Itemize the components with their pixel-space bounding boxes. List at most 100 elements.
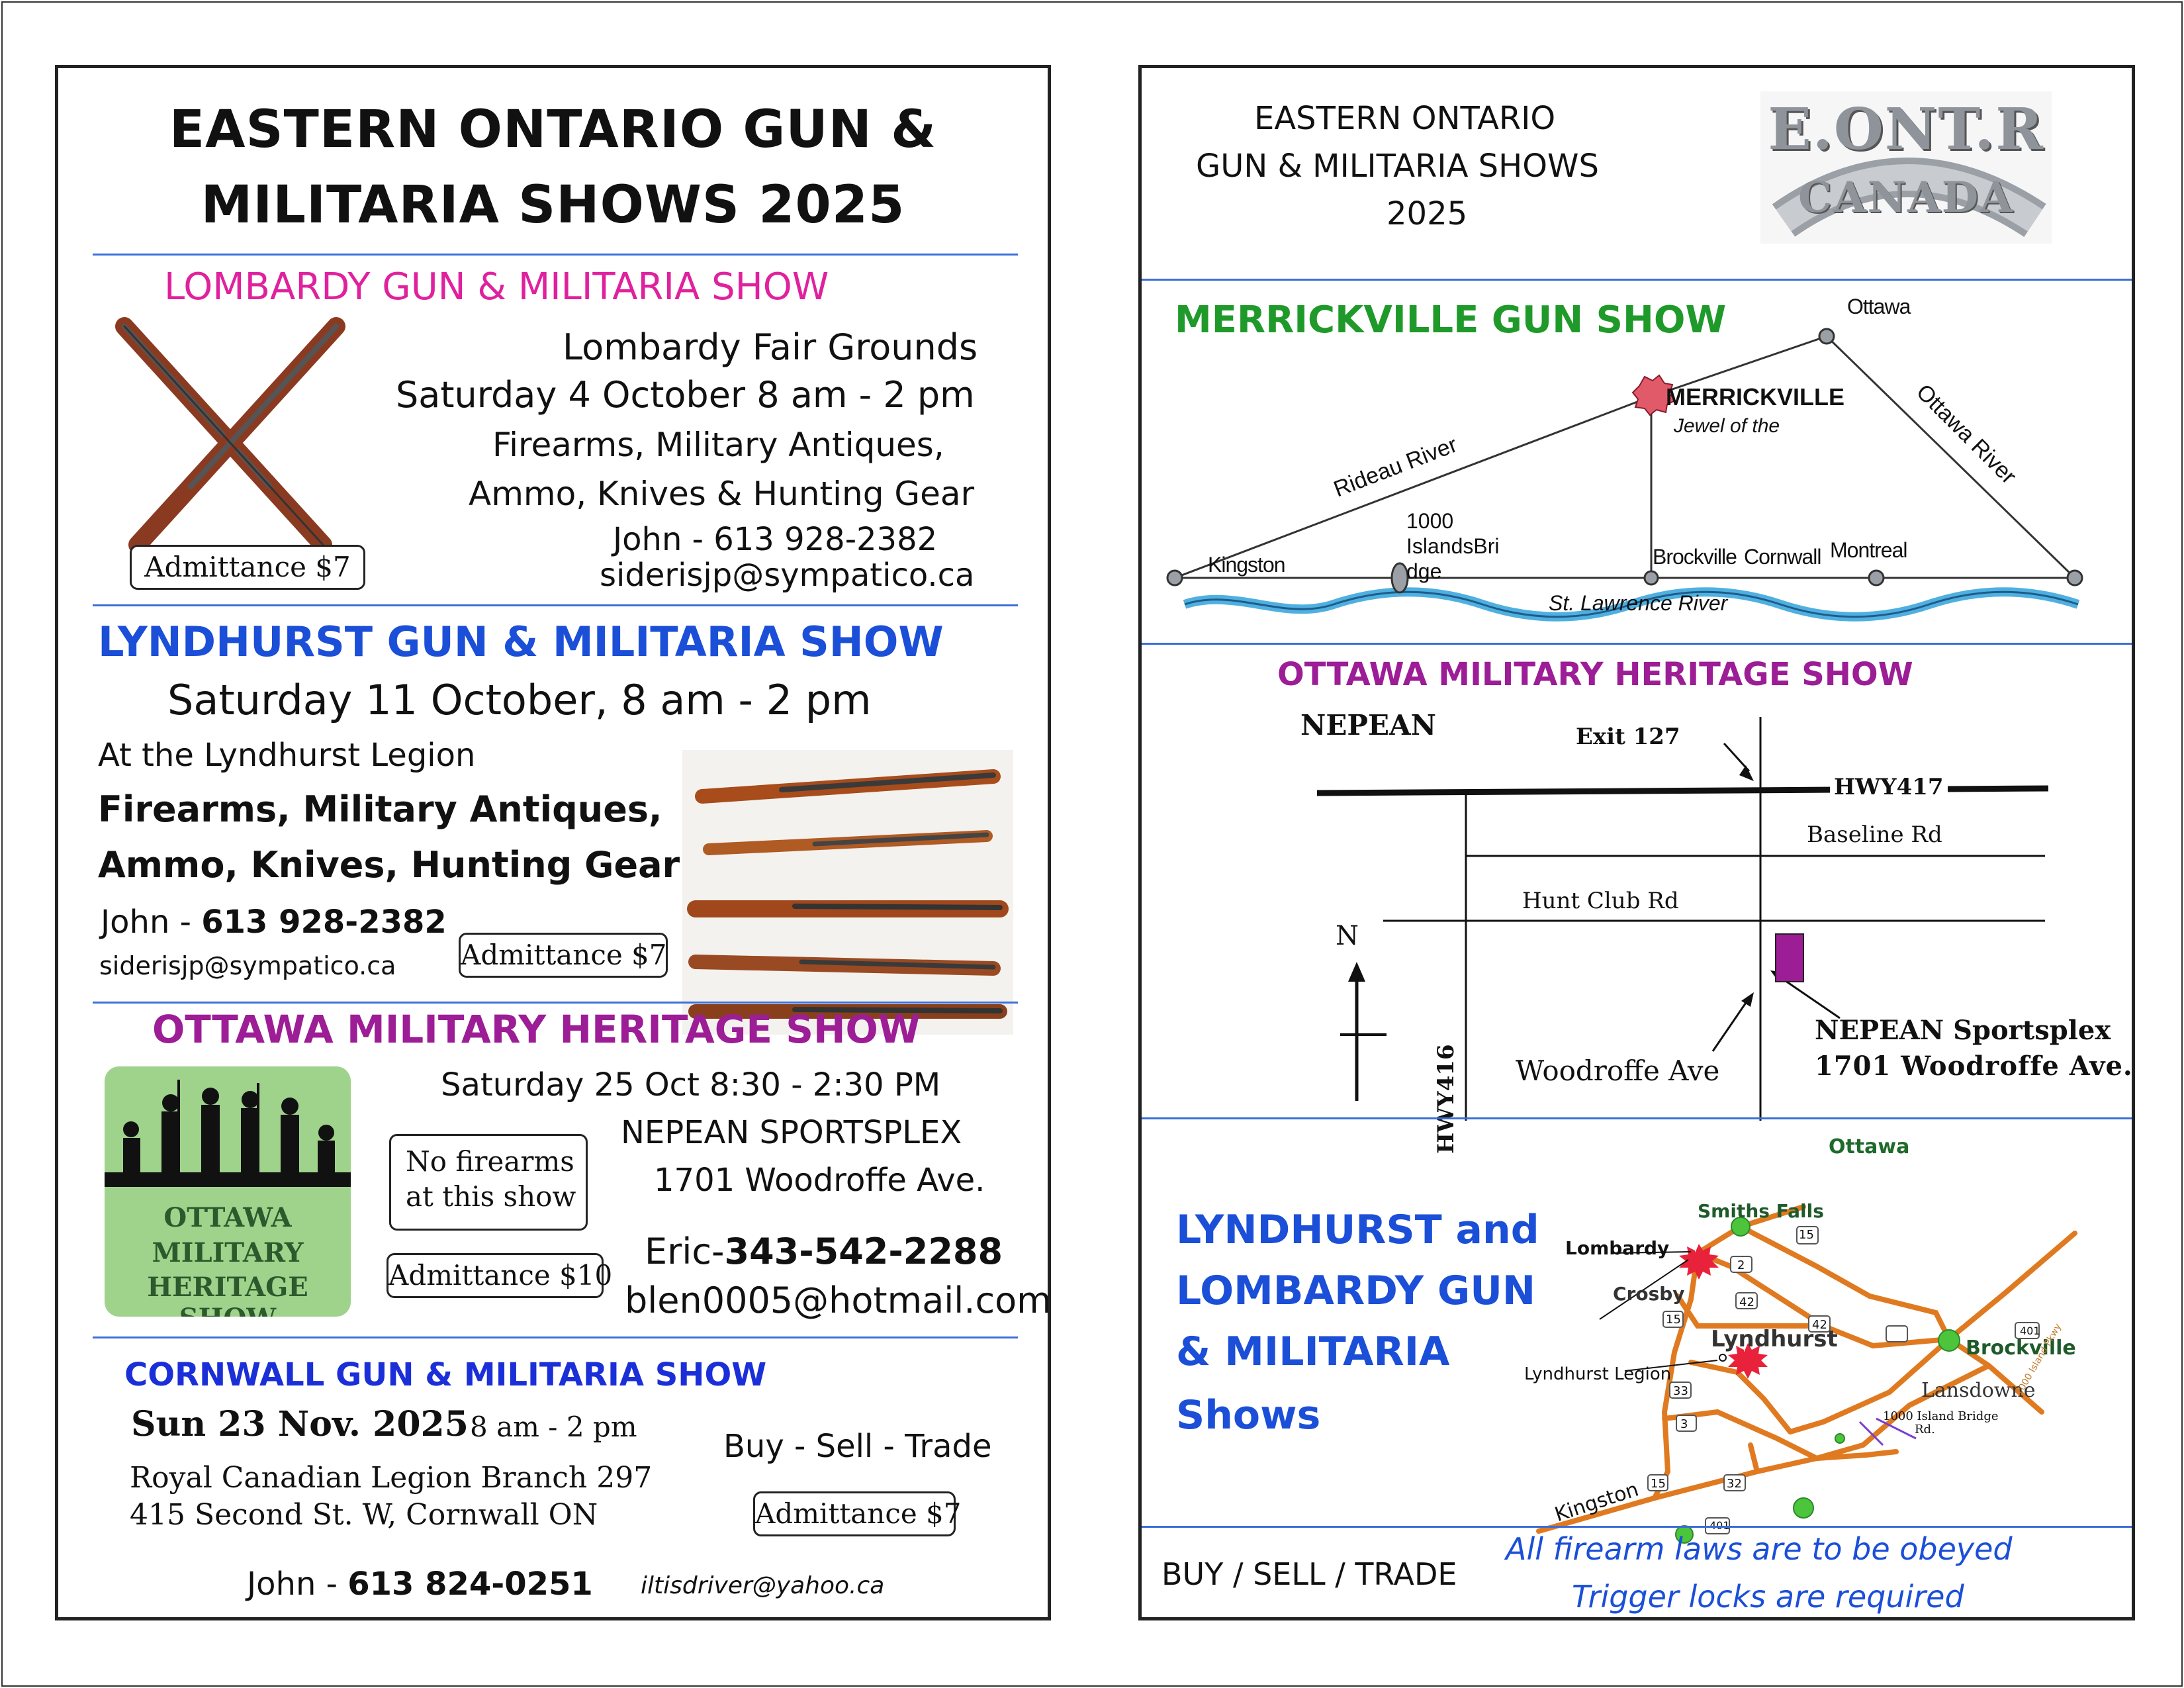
rmap-legion: Lyndhurst Legion: [1524, 1364, 1672, 1384]
lombardy-venue: Lombardy Fair Grounds: [563, 326, 978, 368]
map-label-hwy417: HWY417: [1830, 774, 1948, 800]
lyndhurst-contact-phone: 613 928-2382: [201, 904, 447, 941]
rmap-ottawa: Ottawa: [1829, 1135, 1910, 1158]
footer-laws: All firearm laws are to be obeyed: [1506, 1531, 2013, 1567]
rmap-route-42b: 42: [1812, 1318, 1827, 1332]
cornwall-admittance: Admittance $7: [753, 1491, 962, 1536]
map-label-woodroffe: Woodroffe Ave: [1516, 1055, 1720, 1087]
rmap-route-15a: 15: [1799, 1228, 1814, 1242]
lyndhurst-contact: John - 613 928-2382: [101, 904, 447, 941]
lyndhurst-email[interactable]: siderisjp@sympatico.ca: [99, 951, 396, 980]
rmap-lombardy: Lombardy: [1565, 1237, 1670, 1259]
ottawa-logo: OTTAWA MILITARY HERITAGE SHOW: [105, 1066, 351, 1317]
divider: [93, 604, 1018, 606]
rmap-smiths-falls: Smiths Falls: [1698, 1200, 1824, 1222]
ottawa-contact-name: Eric-: [645, 1231, 725, 1272]
map-label-ottawa: Ottawa: [1847, 295, 1911, 318]
cornwall-time: 8 am - 2 pm: [470, 1411, 637, 1443]
map-label-jewel: Jewel of the: [1674, 415, 1780, 437]
right-title1: EASTERN ONTARIO: [1254, 100, 1556, 137]
no-firearms-line2: at this show: [406, 1180, 576, 1213]
lyndhurst-contact-name: John -: [101, 904, 202, 941]
badge-top-text: E.ONT.R: [1768, 96, 2044, 163]
rmap-lansdowne: Lansdowne: [1921, 1379, 2036, 1402]
crossed-rifles-image: [115, 317, 345, 554]
lyndhurst-items1: Firearms, Military Antiques,: [98, 788, 662, 830]
map-label-islands3: dge: [1406, 559, 1442, 583]
rifles-photo: [682, 750, 1013, 1035]
rmap-lyndhurst: Lyndhurst: [1711, 1326, 1838, 1352]
rmap-brockville: Brockville: [1966, 1336, 2076, 1360]
footer-locks: Trigger locks are required: [1572, 1579, 1964, 1615]
eont-canada-badge: E.ONT.R CANADA: [1757, 88, 2055, 247]
merrickville-heading: MERRICKVILLE GUN SHOW: [1175, 299, 1727, 342]
lombardy-admittance: Admittance $7: [130, 545, 365, 590]
ottawa-contact: Eric-343-542-2288: [645, 1231, 1003, 1272]
lombardy-heading: LOMBARDY GUN & MILITARIA SHOW: [164, 265, 829, 308]
map-label-baseline: Baseline Rd: [1807, 821, 1942, 848]
cornwall-heading: CORNWALL GUN & MILITARIA SHOW: [124, 1356, 767, 1393]
map-label-st-lawrence: St. Lawrence River: [1549, 591, 1728, 615]
divider: [93, 254, 1018, 256]
map-label-brockville: Brockville: [1653, 545, 1737, 569]
map-label-islands1: 1000: [1406, 509, 1454, 533]
map-label-exit: Exit 127: [1576, 724, 1680, 750]
nepean-map: [1316, 717, 2049, 1121]
ottawa-heading: OTTAWA MILITARY HERITAGE SHOW: [152, 1007, 921, 1052]
ottawa-logo-line1: OTTAWA: [163, 1202, 292, 1233]
footer-buy-sell-trade: BUY / SELL / TRADE: [1161, 1556, 1457, 1592]
lombardy-email[interactable]: siderisjp@sympatico.ca: [600, 557, 975, 594]
cornwall-contact-phone: 613 824-0251: [347, 1566, 593, 1603]
map-label-sportsplex1: NEPEAN Sportsplex: [1815, 1015, 2111, 1046]
ottawa-admittance: Admittance $10: [387, 1253, 612, 1298]
cornwall-contact-name: John -: [247, 1566, 348, 1603]
lyndhurst-road-map: [1536, 1204, 2077, 1544]
cornwall-email[interactable]: iltisdriver@yahoo.ca: [641, 1572, 885, 1599]
divider: [1142, 1117, 2132, 1119]
map-label-kingston: Kingston: [1208, 553, 1286, 577]
right-title2: GUN & MILITARIA SHOWS: [1196, 148, 1599, 185]
map-label-nepean: NEPEAN: [1300, 709, 1436, 741]
divider: [1142, 1526, 2132, 1528]
badge-bottom-text: CANADA: [1798, 173, 2014, 222]
map-label-merrickville: MERRICKVILLE: [1666, 383, 1844, 410]
merrickville-map: [1166, 328, 2083, 622]
rmap-route-401b: 401: [2020, 1325, 2040, 1337]
ottawa-contact-phone: 343-542-2288: [724, 1231, 1003, 1272]
soldier-silhouettes: [105, 1080, 351, 1187]
right-flyer: EASTERN ONTARIO GUN & MILITARIA SHOWS 20…: [1138, 65, 2135, 1620]
left-title-line2: MILITARIA SHOWS 2025: [201, 175, 905, 235]
no-firearms-box: No firearms at this show: [389, 1134, 588, 1231]
divider: [1142, 643, 2132, 645]
lyndhurst-date: Saturday 11 October, 8 am - 2 pm: [167, 676, 872, 724]
rmap-bridge2: Rd.: [1915, 1423, 1935, 1436]
rmap-route-33: 33: [1673, 1384, 1688, 1398]
lyndhurst-venue: At the Lyndhurst Legion: [98, 737, 476, 774]
ottawa-logo-line3: HERITAGE SHOW: [147, 1272, 308, 1317]
ottawa-date: Saturday 25 Oct 8:30 - 2:30 PM: [441, 1066, 941, 1103]
map-label-cornwall: Cornwall: [1744, 545, 1821, 569]
ottawa-venue: NEPEAN SPORTSPLEX: [621, 1114, 962, 1151]
lyndhurst-items2: Ammo, Knives, Hunting Gear: [98, 844, 680, 886]
ottawa-logo-line2: MILITARY: [152, 1237, 304, 1268]
ottawa-map-heading: OTTAWA MILITARY HERITAGE SHOW: [1277, 656, 1913, 693]
map-label-islands2: IslandsBri: [1406, 534, 1500, 558]
lyndhurst-map-heading3: & MILITARIA: [1176, 1329, 1450, 1375]
lombardy-contact: John - 613 928-2382: [613, 521, 938, 558]
map-label-montreal: Montreal: [1830, 538, 1907, 562]
divider: [93, 1336, 1018, 1338]
lombardy-date: Saturday 4 October 8 am - 2 pm: [396, 374, 975, 416]
rmap-crosby: Crosby: [1613, 1283, 1685, 1305]
rmap-route-15c: 15: [1651, 1477, 1666, 1491]
rmap-route-401a: 401: [1709, 1519, 1730, 1532]
rmap-route-2: 2: [1737, 1258, 1745, 1272]
badge-shape: [1760, 91, 2052, 244]
cornwall-date: Sun 23 Nov. 2025: [131, 1404, 469, 1444]
rmap-route-32: 32: [1727, 1477, 1742, 1491]
lyndhurst-map-heading2: LOMBARDY GUN: [1176, 1268, 1536, 1314]
ottawa-email[interactable]: blen0005@hotmail.com: [625, 1280, 1051, 1321]
cornwall-venue2: 415 Second St. W, Cornwall ON: [130, 1498, 598, 1532]
north-arrow-label: N: [1336, 921, 1359, 951]
cornwall-buy-sell: Buy - Sell - Trade: [723, 1428, 992, 1465]
